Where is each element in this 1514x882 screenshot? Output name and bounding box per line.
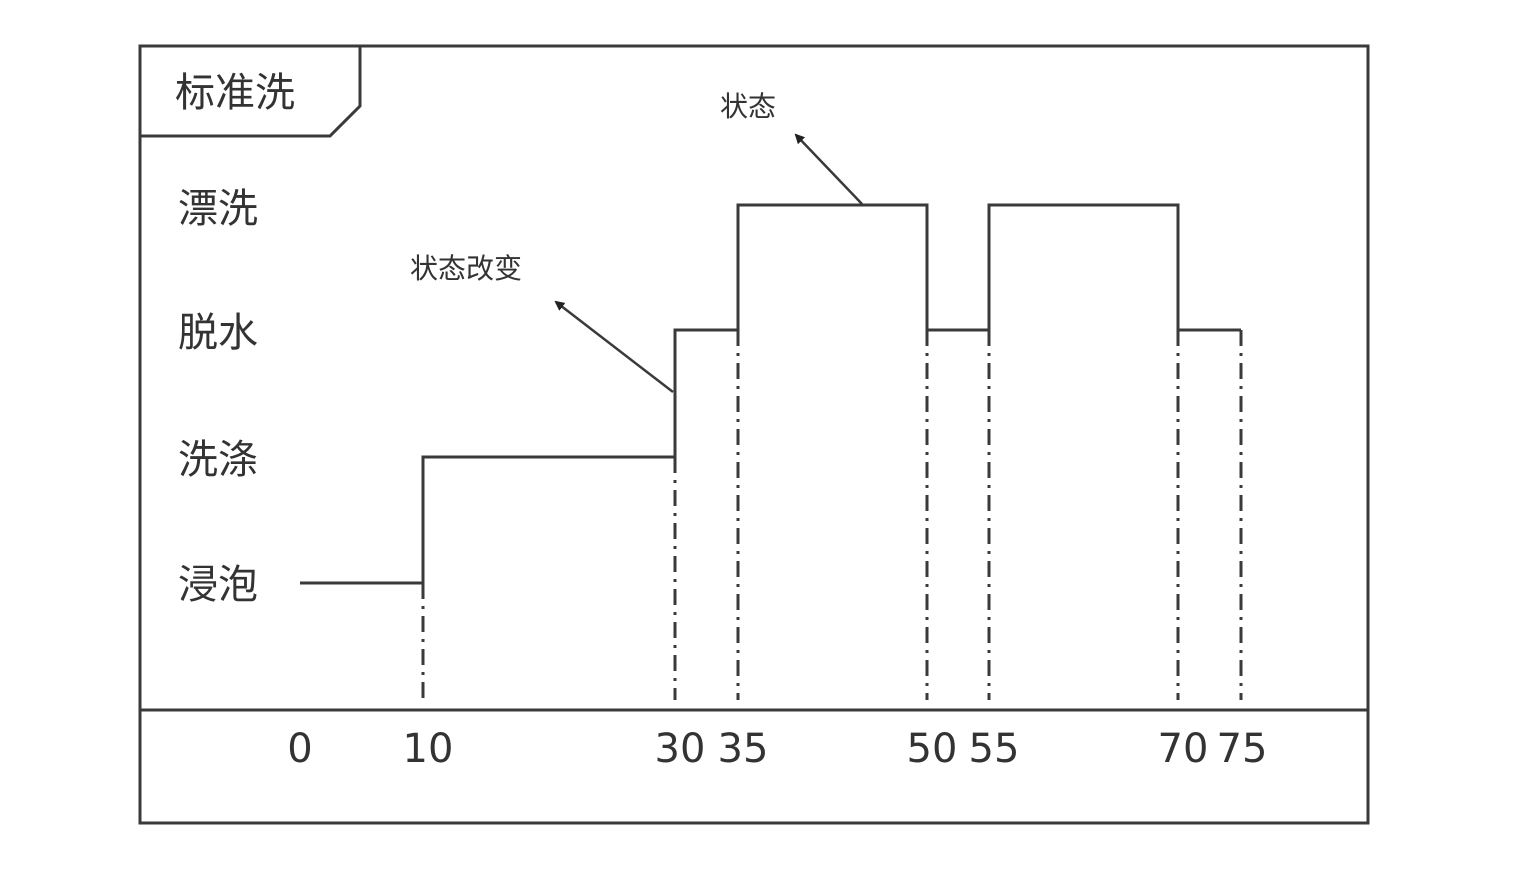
state-label-soak: 浸泡 xyxy=(178,562,258,608)
time-tick-label: 55 xyxy=(969,726,1020,772)
state-label-rinse: 漂洗 xyxy=(178,186,258,232)
time-tick-label: 50 xyxy=(907,726,958,772)
time-tick-label: 10 xyxy=(403,726,454,772)
time-tick-label: 75 xyxy=(1217,726,1268,772)
state-annotation: 状态 xyxy=(720,90,776,123)
title-tab xyxy=(140,46,362,138)
state-change-annotation: 状态改变 xyxy=(410,252,522,285)
outer-frame xyxy=(138,44,1370,825)
time-tick-labels: 0 10 30 35 50 55 70 75 xyxy=(287,726,1267,772)
state-labels: 漂洗 脱水 洗涤 浸泡 xyxy=(178,186,258,608)
state-label-spin: 脱水 xyxy=(178,310,258,356)
time-tick-label: 70 xyxy=(1158,726,1209,772)
time-tick-label: 0 xyxy=(287,726,312,772)
state-arrow xyxy=(794,133,863,205)
program-title: 标准洗 xyxy=(175,70,295,116)
time-guide-lines xyxy=(421,330,1243,700)
time-tick-label: 35 xyxy=(718,726,769,772)
time-tick-label: 30 xyxy=(655,726,706,772)
state-change-arrow xyxy=(554,300,674,393)
state-label-wash: 洗涤 xyxy=(178,437,258,483)
state-waveform xyxy=(300,203,1241,585)
